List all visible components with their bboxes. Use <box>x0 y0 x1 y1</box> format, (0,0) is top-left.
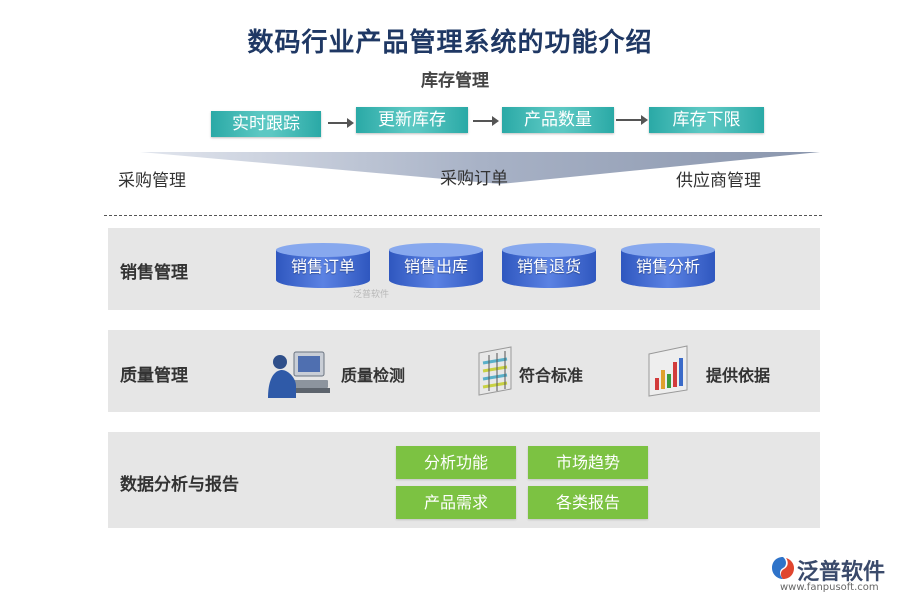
provide-basis-text: 提供依据 <box>706 366 771 385</box>
sales-return-cylinder: 销售退货 <box>502 242 596 290</box>
flow-arrow-1 <box>328 118 354 128</box>
page-title: 数码行业产品管理系统的功能介绍 <box>247 28 653 58</box>
standard-chart-icon <box>478 346 512 396</box>
cylinder-icon <box>276 243 370 288</box>
market-trend-box: 市场趋势 <box>528 446 648 479</box>
data-analysis-label: 数据分析与报告 <box>120 475 239 495</box>
sales-order-text: 销售订单 <box>290 257 355 276</box>
quality-management-label: 质量管理 <box>120 366 188 386</box>
supplier-management-label: 供应商管理 <box>676 171 761 191</box>
sales-outbound-cylinder: 销售出库 <box>389 242 483 290</box>
step-realtime-tracking: 实时跟踪 <box>211 111 321 137</box>
various-reports-box: 各类报告 <box>528 486 648 519</box>
logo-icon <box>772 557 794 579</box>
inventory-title: 库存管理 <box>421 71 489 91</box>
sales-return-text: 销售退货 <box>516 257 581 276</box>
sales-analysis-cylinder: 销售分析 <box>621 242 715 290</box>
section-divider <box>104 215 822 216</box>
purchase-wedge <box>140 152 820 184</box>
cylinder-icon <box>389 243 483 288</box>
cylinder-icon <box>502 243 596 288</box>
sales-analysis-text: 销售分析 <box>635 257 700 276</box>
flow-arrow-2 <box>473 116 499 126</box>
analysis-function-box: 分析功能 <box>396 446 516 479</box>
quality-section <box>108 330 820 412</box>
purchase-management-label: 采购管理 <box>118 171 186 191</box>
bar-chart-icon <box>648 345 688 397</box>
purchase-order-label: 采购订单 <box>440 169 508 189</box>
step-product-quantity: 产品数量 <box>502 107 614 133</box>
sales-management-label: 销售管理 <box>120 263 188 283</box>
sales-order-cylinder: 销售订单 <box>276 242 370 290</box>
flow-arrow-3 <box>616 115 648 125</box>
step-update-inventory: 更新库存 <box>356 107 468 133</box>
quality-inspection-text: 质量检测 <box>341 366 406 385</box>
computer-user-icon <box>268 351 330 398</box>
standard-compliance-text: 符合标准 <box>519 366 584 385</box>
cylinder-icon <box>621 243 715 288</box>
sales-outbound-text: 销售出库 <box>403 257 468 276</box>
logo-url: www.fanpusoft.com <box>780 582 879 593</box>
watermark-text: 泛普软件 <box>353 290 390 300</box>
product-demand-box: 产品需求 <box>396 486 516 519</box>
step-inventory-limit: 库存下限 <box>649 107 764 133</box>
logo-name: 泛普软件 <box>797 560 886 585</box>
